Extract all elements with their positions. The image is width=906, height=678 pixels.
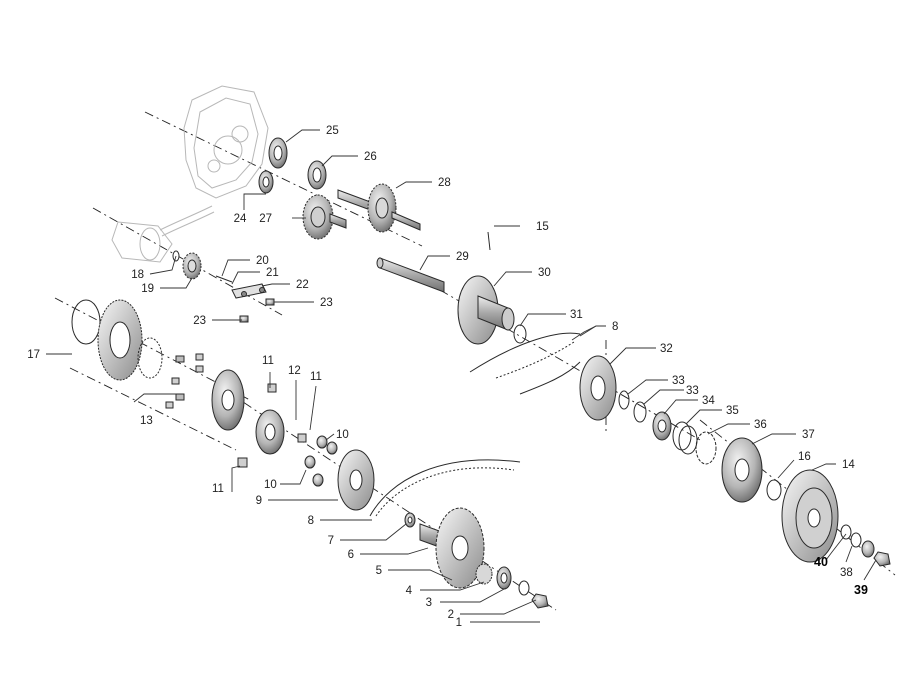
callout-11-lower: 11 xyxy=(212,483,224,495)
callout-18: 18 xyxy=(131,269,144,281)
callout-23-left: 23 xyxy=(193,315,206,327)
callout-11-right: 11 xyxy=(310,371,322,383)
callout-39: 39 xyxy=(854,583,868,597)
callout-13: 13 xyxy=(140,415,153,427)
callout-1: 1 xyxy=(456,617,462,629)
part-9-movable-drive-face xyxy=(337,449,375,511)
part-37-clutch-shoe xyxy=(721,437,763,503)
callout-34: 34 xyxy=(702,395,715,407)
part-38-40-washers xyxy=(840,524,875,558)
part-26-bearing xyxy=(307,160,327,190)
part-10-rollers xyxy=(304,435,338,487)
part-20-pin xyxy=(215,275,233,283)
callout-21: 21 xyxy=(266,267,279,279)
callout-19: 19 xyxy=(141,283,154,295)
part-8-belt-front xyxy=(369,459,521,517)
part-12-ramp-plate xyxy=(255,409,285,455)
part-28-main-shaft-gear xyxy=(337,183,421,233)
callout-15: 15 xyxy=(536,221,549,233)
part-4-starter-ratchet xyxy=(475,563,493,585)
part-14-clutch-housing xyxy=(781,469,839,563)
callout-9: 9 xyxy=(256,495,262,507)
part-2-washer xyxy=(518,580,530,596)
callout-10-upper: 10 xyxy=(336,429,349,441)
callout-30: 30 xyxy=(538,267,551,279)
callout-16: 16 xyxy=(798,451,811,463)
callout-8-front: 8 xyxy=(308,515,314,527)
callout-22: 22 xyxy=(296,279,309,291)
leader-lines xyxy=(46,129,877,623)
callout-33-upper: 33 xyxy=(672,375,685,387)
part-17-o-ring xyxy=(71,299,101,345)
callout-31: 31 xyxy=(570,309,583,321)
part-35-spring xyxy=(672,421,698,455)
callout-12: 12 xyxy=(288,365,301,377)
callout-26: 26 xyxy=(364,151,377,163)
part-33-seals xyxy=(618,390,647,423)
part-19-starter-gear xyxy=(182,252,202,280)
callout-35: 35 xyxy=(726,405,739,417)
callout-23-right: 23 xyxy=(320,297,333,309)
part-11-slider xyxy=(237,383,307,468)
part-30-fixed-driven-face xyxy=(457,275,515,345)
part-21-22-bracket xyxy=(231,283,267,299)
callout-11-upper: 11 xyxy=(262,355,274,367)
kick-ring-gear xyxy=(137,337,163,379)
part-24-bearing xyxy=(258,170,274,194)
part-27-gear xyxy=(302,194,347,240)
part-16-o-ring xyxy=(766,479,782,501)
callout-24: 24 xyxy=(234,213,247,225)
callout-29: 29 xyxy=(456,251,469,263)
callout-20: 20 xyxy=(256,255,269,267)
callout-27: 27 xyxy=(259,213,272,225)
callout-25: 25 xyxy=(326,125,339,137)
part-32-movable-driven-face xyxy=(579,355,617,421)
callout-7: 7 xyxy=(328,535,334,547)
crankcase-cover-outline xyxy=(183,85,269,199)
part-13-clutch-set xyxy=(165,353,245,431)
callout-5: 5 xyxy=(376,565,382,577)
callout-4: 4 xyxy=(406,585,413,597)
part-5-fan-drive-face xyxy=(435,507,485,589)
callout-labels: 1 2 3 4 5 6 7 8 8 9 10 10 11 11 11 12 13… xyxy=(27,125,868,629)
callout-10-lower: 10 xyxy=(264,479,277,491)
callout-14: 14 xyxy=(842,459,855,471)
callout-17: 17 xyxy=(27,349,40,361)
callout-32: 32 xyxy=(660,343,673,355)
part-23-bolts xyxy=(239,298,275,323)
part-25-bearing xyxy=(268,137,288,169)
kick-gear-disc xyxy=(97,299,143,381)
callout-36: 36 xyxy=(754,419,767,431)
part-8-belt-rear xyxy=(469,332,581,395)
callout-6: 6 xyxy=(348,549,354,561)
callout-40: 40 xyxy=(814,555,828,569)
callout-2: 2 xyxy=(448,609,454,621)
part-31-o-ring xyxy=(513,324,527,344)
callout-38: 38 xyxy=(840,567,853,579)
part-29-drive-shaft xyxy=(376,257,445,293)
part-3-washer xyxy=(496,566,512,590)
part-36-spring-seat xyxy=(695,431,717,465)
part-34-collar xyxy=(652,411,672,441)
part-15-pin xyxy=(487,231,491,251)
callout-37: 37 xyxy=(802,429,815,441)
starter-motor-outline xyxy=(111,205,215,263)
callout-33-lower: 33 xyxy=(686,385,699,397)
callout-28: 28 xyxy=(438,177,451,189)
part-7-washer xyxy=(404,512,416,528)
callout-3: 3 xyxy=(426,597,432,609)
callout-8-rear: 8 xyxy=(612,321,618,333)
part-1-nut xyxy=(531,593,549,609)
part-39-nut xyxy=(873,551,891,567)
